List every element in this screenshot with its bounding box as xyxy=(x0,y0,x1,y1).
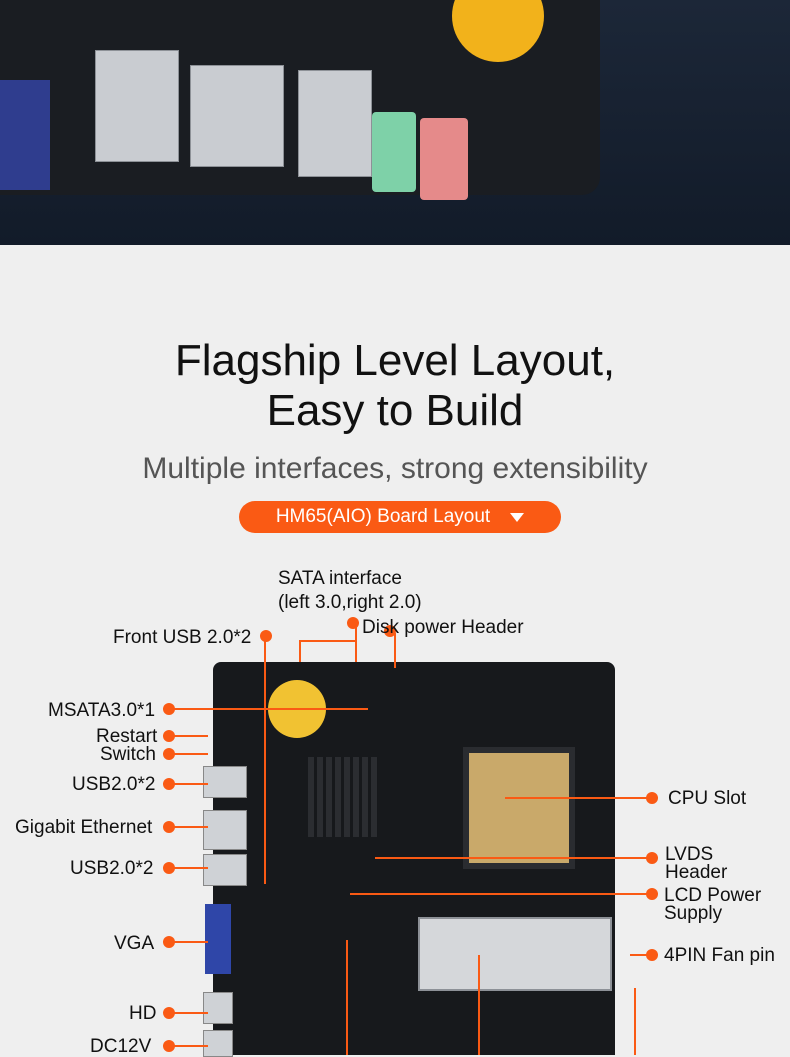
memory-slot xyxy=(418,917,612,991)
vga-leader xyxy=(172,941,208,943)
label-restart: Restart xyxy=(96,726,158,747)
chipset-heatsink xyxy=(308,757,378,837)
lcd-power-dot xyxy=(646,888,658,900)
board-photo-lan-port-2 xyxy=(190,65,284,167)
board-photo-usb-port xyxy=(298,70,372,177)
label-usb-top: USB2.0*2 xyxy=(72,774,156,795)
ethernet-port xyxy=(203,810,247,850)
label-vga: VGA xyxy=(114,933,155,954)
hd-leader xyxy=(172,1012,208,1014)
bottom-leader-1 xyxy=(346,940,348,1055)
dc12v-leader xyxy=(172,1045,208,1047)
label-dc12v: DC12V xyxy=(90,1036,152,1057)
label-sata-line1: SATA interface xyxy=(278,568,402,589)
label-msata: MSATA3.0*1 xyxy=(48,700,156,721)
fan-dot xyxy=(646,949,658,961)
front-usb-dot xyxy=(260,630,272,642)
restart-leader xyxy=(172,735,208,737)
sata-bracket xyxy=(299,640,357,642)
lcd-power-leader xyxy=(350,893,651,895)
msata-leader xyxy=(172,708,368,710)
board-photo-lan-port xyxy=(95,50,179,162)
switch-leader xyxy=(172,753,208,755)
label-fan: 4PIN Fan pin xyxy=(664,945,775,966)
board-layout-dropdown[interactable]: HM65(AIO) Board Layout xyxy=(239,501,561,533)
label-gigabit: Gigabit Ethernet xyxy=(15,817,153,838)
sata-bracket-left xyxy=(299,640,301,662)
label-lvds-line2: Header xyxy=(665,862,728,883)
gigabit-dot xyxy=(163,821,175,833)
cpu-slot-dot xyxy=(646,792,658,804)
disk-power-leader xyxy=(394,633,396,668)
sata-dot xyxy=(347,617,359,629)
board-photo-audio-jack-green xyxy=(372,112,416,192)
fan-leader xyxy=(630,954,650,956)
label-cpu-slot: CPU Slot xyxy=(668,788,747,809)
label-disk-power: Disk power Header xyxy=(362,617,524,638)
restart-dot xyxy=(163,730,175,742)
hdmi-port xyxy=(203,992,233,1024)
dc-jack xyxy=(203,1030,233,1057)
usb-top-leader xyxy=(172,783,208,785)
right-leader xyxy=(634,988,636,1055)
msata-dot xyxy=(163,703,175,715)
page-subtitle: Multiple interfaces, strong extensibilit… xyxy=(142,452,648,485)
label-switch: Switch xyxy=(100,744,156,765)
lvds-dot xyxy=(646,852,658,864)
chevron-down-icon xyxy=(510,512,525,522)
sata-bracket-right xyxy=(355,624,357,662)
board-photo-audio-jack-pink xyxy=(420,118,468,200)
label-usb-bottom: USB2.0*2 xyxy=(70,858,154,879)
gigabit-leader xyxy=(172,826,208,828)
usb-port-top xyxy=(203,766,247,798)
cpu-socket xyxy=(463,747,575,869)
page-title-line1: Flagship Level Layout, xyxy=(174,336,616,385)
disk-power-dot xyxy=(384,625,396,637)
label-lcd-line1: LCD Power xyxy=(664,885,762,906)
hd-dot xyxy=(163,1007,175,1019)
bottom-leader-2 xyxy=(478,955,480,1055)
vga-dot xyxy=(163,936,175,948)
usb-top-dot xyxy=(163,778,175,790)
dc12v-dot xyxy=(163,1040,175,1052)
switch-dot xyxy=(163,748,175,760)
label-hd: HD xyxy=(129,1003,157,1024)
front-usb-leader xyxy=(264,634,266,884)
board-layout-label: HM65(AIO) Board Layout xyxy=(275,506,491,527)
usb-bottom-dot xyxy=(163,862,175,874)
usb-port-bottom xyxy=(203,854,247,886)
hero-board-photo xyxy=(0,0,790,245)
label-sata-line2: (left 3.0,right 2.0) xyxy=(278,592,422,613)
vga-port xyxy=(205,904,231,974)
label-front-usb: Front USB 2.0*2 xyxy=(113,627,252,648)
label-lvds-line1: LVDS xyxy=(665,844,714,865)
usb-bottom-leader xyxy=(172,867,208,869)
page-title-line2: Easy to Build xyxy=(266,386,524,435)
lvds-leader xyxy=(375,857,651,859)
board-photo-vga-port xyxy=(0,80,50,190)
label-lcd-line2: Supply xyxy=(664,903,723,924)
cpu-slot-leader xyxy=(505,797,651,799)
